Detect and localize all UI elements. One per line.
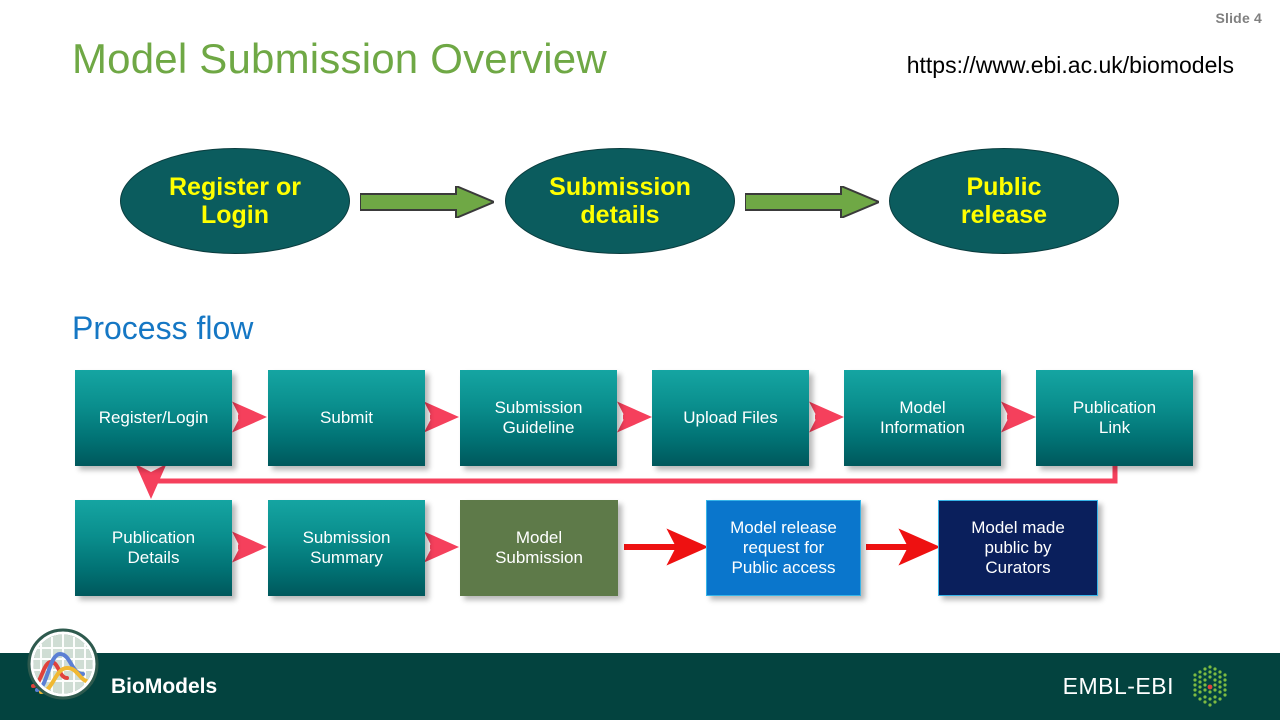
overview-diagram: Register or Login Submission details Pub… (0, 148, 1280, 258)
embl-ebi-hexagon-icon (1193, 664, 1227, 707)
overview-node-line2: details (580, 201, 660, 229)
overview-node-line1: Register or (169, 173, 301, 201)
embl-ebi-logo: EMBL-EBI (1063, 653, 1234, 720)
flow-box-model-release-request[interactable]: Model release request for Public access (706, 500, 861, 596)
flow-box-line1: Publication (1072, 397, 1157, 417)
overview-node-register-or-login[interactable]: Register or Login (120, 148, 350, 254)
flow-box-line1: Publication (111, 527, 196, 547)
flow-box-line2: request for (742, 537, 825, 557)
overview-node-submission-details[interactable]: Submission details (505, 148, 735, 254)
overview-node-public-release[interactable]: Public release (889, 148, 1119, 254)
flow-box-line2: Submission (495, 548, 583, 567)
flow-box-label: Model made public by Curators (971, 518, 1065, 578)
flow-box-label: Model release request for Public access (730, 518, 837, 578)
process-flow-heading: Process flow (72, 310, 254, 346)
biomodels-product-name: BioModels (111, 674, 218, 698)
flow-box-line1: Model (899, 397, 946, 417)
flow-box-label: Publication Link (1073, 398, 1156, 438)
overview-node-label: Register or Login (169, 173, 301, 229)
biomodels-circle-graph-icon (27, 628, 99, 700)
flow-box-line2: public by (984, 537, 1052, 557)
flow-box-submission-guideline[interactable]: Submission Guideline (460, 370, 617, 466)
flow-box-line2: Link (1098, 418, 1131, 437)
overview-arrow-1-icon (360, 186, 494, 218)
flow-box-submission-summary[interactable]: Submission Summary (268, 500, 425, 596)
flow-box-upload-files[interactable]: Upload Files (652, 370, 809, 466)
flow-box-line1: Register/Login (98, 407, 209, 427)
flow-box-line2: Information (879, 418, 966, 437)
flow-box-label: Model Information (880, 398, 965, 438)
embl-ebi-label: EMBL-EBI (1062, 673, 1174, 699)
flow-box-label: Submission Guideline (495, 398, 583, 438)
flow-box-register-login[interactable]: Register/Login (75, 370, 232, 466)
flow-box-line2: Details (127, 548, 180, 567)
overview-node-line1: Submission (549, 173, 691, 201)
flow-box-model-submission[interactable]: Model Submission (460, 500, 618, 596)
flow-box-line1: Model made (971, 517, 1065, 537)
reference-url[interactable]: https://www.ebi.ac.uk/biomodels (906, 52, 1234, 78)
flow-box-label: Model Submission (495, 528, 583, 568)
overview-node-line2: Login (200, 201, 269, 229)
overview-node-line2: release (960, 201, 1048, 229)
page-title: Model Submission Overview (72, 35, 607, 82)
flow-box-line1: Submit (320, 407, 373, 427)
flow-box-submit[interactable]: Submit (268, 370, 425, 466)
overview-arrow-2-icon (745, 186, 879, 218)
flow-box-line2: Summary (310, 548, 383, 567)
footer-bar (0, 653, 1280, 720)
flow-box-label: Upload Files (683, 408, 778, 428)
flow-box-line1: Model release (730, 517, 837, 537)
flow-box-model-information[interactable]: Model Information (844, 370, 1001, 466)
slide-number: Slide 4 (1215, 10, 1262, 26)
flow-box-label: Publication Details (112, 528, 195, 568)
flow-box-label: Submission Summary (303, 528, 391, 568)
flow-box-line1: Submission (302, 527, 391, 547)
flow-box-line3: Public access (731, 558, 836, 578)
flow-box-line1: Upload Files (683, 407, 778, 427)
flow-box-label: Register/Login (99, 408, 209, 428)
flow-box-line2: Guideline (502, 418, 575, 437)
overview-node-line1: Public (966, 173, 1042, 201)
flow-box-label: Submit (320, 408, 373, 428)
flow-box-line1: Submission (494, 397, 583, 417)
flow-box-line3: Curators (985, 558, 1051, 578)
flow-box-publication-details[interactable]: Publication Details (75, 500, 232, 596)
overview-node-label: Public release (961, 173, 1047, 229)
flow-box-line1: Model (515, 527, 563, 547)
flow-box-model-made-public[interactable]: Model made public by Curators (938, 500, 1098, 596)
flow-box-publication-link[interactable]: Publication Link (1036, 370, 1193, 466)
overview-node-label: Submission details (549, 173, 691, 229)
